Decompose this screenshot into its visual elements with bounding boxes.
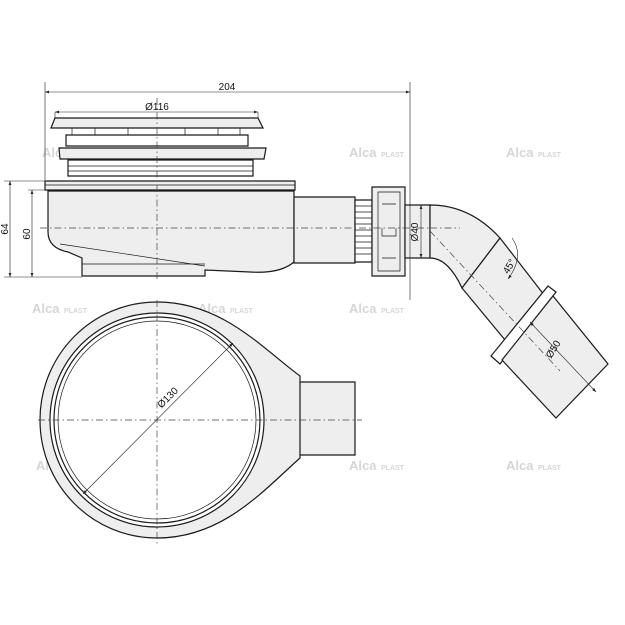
dim-overall-length: 204 (219, 82, 236, 93)
dim-height-inner: 60 (22, 228, 33, 240)
body-flange (44, 180, 296, 191)
svg-text:Alca: Alca (349, 458, 377, 473)
svg-text:Alca: Alca (506, 145, 534, 160)
watermark: Alca PLAST (506, 458, 562, 473)
top-view: Ø130 (38, 300, 362, 545)
svg-text:PLAST: PLAST (538, 465, 562, 472)
flange-ring (58, 147, 267, 160)
trap-body (47, 190, 295, 277)
outlet-pipe (293, 196, 356, 264)
watermark: Alca PLAST (349, 301, 405, 316)
dim-height-outer: 64 (0, 223, 11, 235)
dim-grate-diameter: Ø116 (145, 102, 169, 113)
svg-text:Alca: Alca (32, 301, 60, 316)
svg-text:Alca: Alca (349, 145, 377, 160)
coupling-thread (354, 199, 373, 263)
watermark: Alca PLAST (349, 145, 405, 160)
grate-frame (65, 134, 249, 147)
flange-collar (67, 159, 254, 177)
watermark: Alca PLAST (349, 458, 405, 473)
watermark: Alca PLAST (32, 301, 88, 316)
svg-text:PLAST: PLAST (538, 152, 562, 159)
elbow-socket-ring (490, 285, 557, 365)
dim-outlet-diameter: Ø40 (410, 222, 421, 241)
svg-text:Alca: Alca (349, 301, 377, 316)
svg-text:PLAST: PLAST (381, 465, 405, 472)
svg-text:PLAST: PLAST (381, 152, 405, 159)
svg-text:PLAST: PLAST (230, 308, 254, 315)
svg-text:PLAST: PLAST (64, 308, 88, 315)
coupling-nut (371, 186, 406, 277)
watermark: Alca PLAST (506, 145, 562, 160)
svg-text:PLAST: PLAST (381, 308, 405, 315)
svg-text:Alca: Alca (506, 458, 534, 473)
